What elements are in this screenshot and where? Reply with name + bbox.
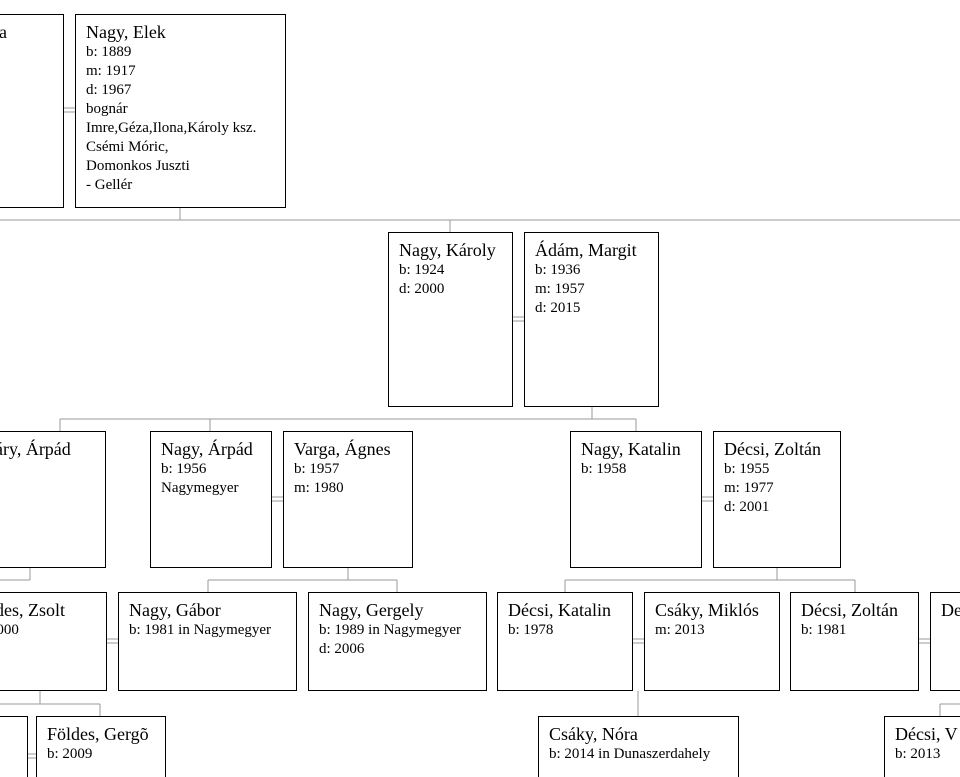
person-box-decsi-zoltan-1955[interactable]: Décsi, Zoltán b: 1955 m: 1977 d: 2001 [713, 431, 841, 568]
person-detail: : 2000 [0, 622, 19, 638]
person-detail: b: 2013 [895, 746, 941, 762]
person-name: Nagy, Árpád [161, 439, 253, 459]
person-detail: b: 1958 [581, 461, 627, 477]
person-box-ce[interactable]: ce [0, 716, 28, 777]
person-name: Csáky, Miklós [655, 600, 759, 620]
person-name: ce [0, 723, 19, 745]
person-text: váry, Árpád)3 [0, 438, 100, 498]
person-box-de[interactable]: De [930, 592, 960, 691]
person-name: váry, Árpád [0, 439, 71, 459]
person-detail: d: 2001 [724, 499, 770, 515]
person-text: Décsi, Zoltán b: 1955 m: 1977 d: 2001 [724, 438, 840, 517]
person-box-ilona[interactable]: , Ilona [0, 14, 64, 208]
person-detail: m: 1980 [294, 480, 344, 496]
person-name: Nagy, Károly [399, 240, 496, 260]
person-detail: d: 1967 [86, 82, 132, 98]
person-detail: m: 1977 [724, 480, 774, 496]
person-name: Décsi, Katalin [508, 600, 611, 620]
person-box-csaky-miklos[interactable]: Csáky, Miklós m: 2013 [644, 592, 780, 691]
person-detail: d: 2000 [399, 281, 445, 297]
person-detail: d: 2006 [319, 641, 365, 657]
person-text: Csáky, Nóra b: 2014 in Dunaszerdahely [549, 723, 738, 764]
person-name: Földes, Gergõ [47, 724, 149, 744]
person-box-adam-margit[interactable]: Ádám, Margit b: 1936 m: 1957 d: 2015 [524, 232, 659, 407]
person-detail: Csémi Móric, [86, 139, 169, 155]
person-name: Décsi, Zoltán [801, 600, 898, 620]
person-text: Nagy, Gergely b: 1989 in Nagymegyer d: 200… [319, 599, 486, 659]
person-box-varga-agnes[interactable]: Varga, Ágnes b: 1957 m: 1980 [283, 431, 413, 568]
person-detail: b: 1936 [535, 262, 581, 278]
person-detail: Nagymegyer [161, 480, 239, 496]
person-box-nagy-gergely[interactable]: Nagy, Gergely b: 1989 in Nagymegyer d: 200… [308, 592, 487, 691]
person-detail: b: 1957 [294, 461, 340, 477]
person-text: Nagy, Gábor b: 1981 in Nagymegyer [129, 599, 296, 640]
person-text: Csáky, Miklós m: 2013 [655, 599, 779, 640]
person-box-nagy-gabor[interactable]: Nagy, Gábor b: 1981 in Nagymegyer [118, 592, 297, 691]
person-text: Nagy, Katalin b: 1958 [581, 438, 701, 479]
person-name: De [941, 600, 960, 620]
person-detail: m: 1957 [535, 281, 585, 297]
person-text: Ádám, Margit b: 1936 m: 1957 d: 2015 [535, 239, 658, 318]
person-name: Varga, Ágnes [294, 439, 391, 459]
person-detail: Imre,Géza,Ilona,Károly ksz. [86, 120, 257, 136]
person-text: Földes, Gergõ b: 2009 [47, 723, 165, 764]
person-detail: 3 [0, 479, 100, 498]
person-text: Décsi, Katalin b: 1978 [508, 599, 632, 640]
person-detail: b: 1978 [508, 622, 554, 638]
person-name: , Ilona [0, 21, 33, 43]
person-text: De [941, 599, 960, 621]
person-text: Nagy, Károly b: 1924 d: 2000 [399, 239, 512, 299]
person-detail: m: 1917 [86, 63, 136, 79]
person-detail: b: 1924 [399, 262, 445, 278]
person-detail: b: 1981 [801, 622, 847, 638]
person-detail: b: 2014 in Dunaszerdahely [549, 746, 711, 762]
person-text: Décsi, Zoltán b: 1981 [801, 599, 918, 640]
person-text: öldes, Zsolt : 2000 [0, 599, 96, 640]
person-text: , Ilona [0, 21, 33, 43]
person-detail: b: 2009 [47, 746, 93, 762]
person-box-foldes-zsolt[interactable]: öldes, Zsolt : 2000 [0, 592, 107, 691]
person-detail: d: 2015 [535, 300, 581, 316]
person-box-vary-arpad[interactable]: váry, Árpád)3 [0, 431, 106, 568]
person-name: Nagy, Gábor [129, 600, 221, 620]
person-detail: b: 1889 [86, 44, 132, 60]
person-box-csaky-nora[interactable]: Csáky, Nóra b: 2014 in Dunaszerdahely [538, 716, 739, 777]
person-name: Décsi, V [895, 724, 958, 744]
person-name: Csáky, Nóra [549, 724, 638, 744]
person-name: Nagy, Katalin [581, 439, 681, 459]
person-box-decsi-zoltan-1981[interactable]: Décsi, Zoltán b: 1981 [790, 592, 919, 691]
person-detail: ) [0, 460, 100, 479]
person-detail: Domonkos Juszti [86, 158, 190, 174]
person-name: öldes, Zsolt [0, 600, 65, 620]
person-detail: b: 1981 in Nagymegyer [129, 622, 272, 638]
person-box-decsi-katalin[interactable]: Décsi, Katalin b: 1978 [497, 592, 633, 691]
person-name: Nagy, Gergely [319, 600, 424, 620]
person-detail: b: 1989 in Nagymegyer [319, 622, 462, 638]
person-detail: - Gellér [86, 177, 133, 193]
person-detail: b: 1955 [724, 461, 770, 477]
person-text: Varga, Ágnes b: 1957 m: 1980 [294, 438, 412, 498]
person-name: Décsi, Zoltán [724, 439, 821, 459]
person-box-foldes-gergo[interactable]: Földes, Gergõ b: 2009 [36, 716, 166, 777]
person-name: Ádám, Margit [535, 240, 637, 260]
person-name: Nagy, Elek [86, 22, 166, 42]
person-detail: m: 2013 [655, 622, 705, 638]
person-text: Décsi, V b: 2013 [895, 723, 960, 764]
person-detail: b: 1956 [161, 461, 207, 477]
person-box-nagy-karoly[interactable]: Nagy, Károly b: 1924 d: 2000 [388, 232, 513, 407]
person-text: ce [0, 723, 19, 745]
person-box-nagy-katalin[interactable]: Nagy, Katalin b: 1958 [570, 431, 702, 568]
person-detail: bognár [86, 101, 128, 117]
person-box-decsi-v[interactable]: Décsi, V b: 2013 [884, 716, 960, 777]
